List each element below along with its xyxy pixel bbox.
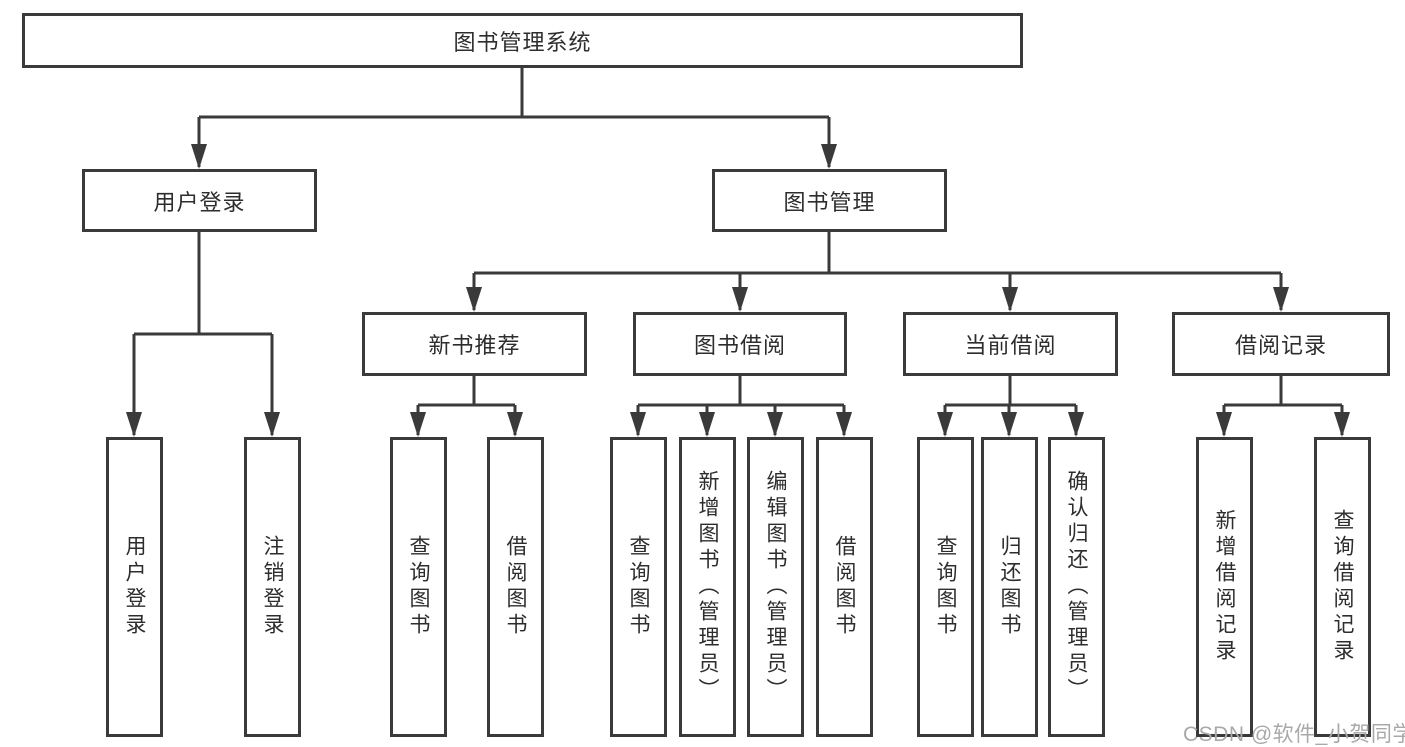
arrow-heads: [126, 144, 1350, 437]
node-user-login: 用户登录: [82, 169, 317, 232]
leaf-user-login: 用户登录: [106, 437, 163, 737]
node-current-borrowing: 当前借阅: [903, 312, 1118, 376]
leaf-return-books: 归还图书: [981, 437, 1038, 737]
leaf-logout: 注销登录: [244, 437, 301, 737]
leaf-query-borrow-record: 查询借阅记录: [1314, 437, 1371, 737]
leaf-add-books-admin: 新增图书（管理员）: [679, 437, 736, 737]
leaf-borrow-books: 借阅图书: [816, 437, 873, 737]
node-borrowing-records: 借阅记录: [1172, 312, 1390, 376]
leaf-borrow-books-recommend: 借阅图书: [487, 437, 544, 737]
csdn-watermark: CSDN @软件_小贺同学: [1183, 723, 1405, 746]
node-book-management: 图书管理: [712, 169, 947, 232]
leaf-add-borrow-record: 新增借阅记录: [1196, 437, 1253, 737]
node-new-book-recommendation: 新书推荐: [362, 312, 587, 376]
node-library-management-system: 图书管理系统: [22, 13, 1023, 68]
leaf-query-books-recommend: 查询图书: [390, 437, 447, 737]
leaf-confirm-return-admin: 确认归还（管理员）: [1048, 437, 1105, 737]
connector-strokes: [132, 68, 1344, 435]
leaf-edit-books-admin: 编辑图书（管理员）: [747, 437, 804, 737]
leaf-query-books-borrow: 查询图书: [610, 437, 667, 737]
node-book-borrowing: 图书借阅: [633, 312, 847, 376]
leaf-query-books-current: 查询图书: [917, 437, 974, 737]
